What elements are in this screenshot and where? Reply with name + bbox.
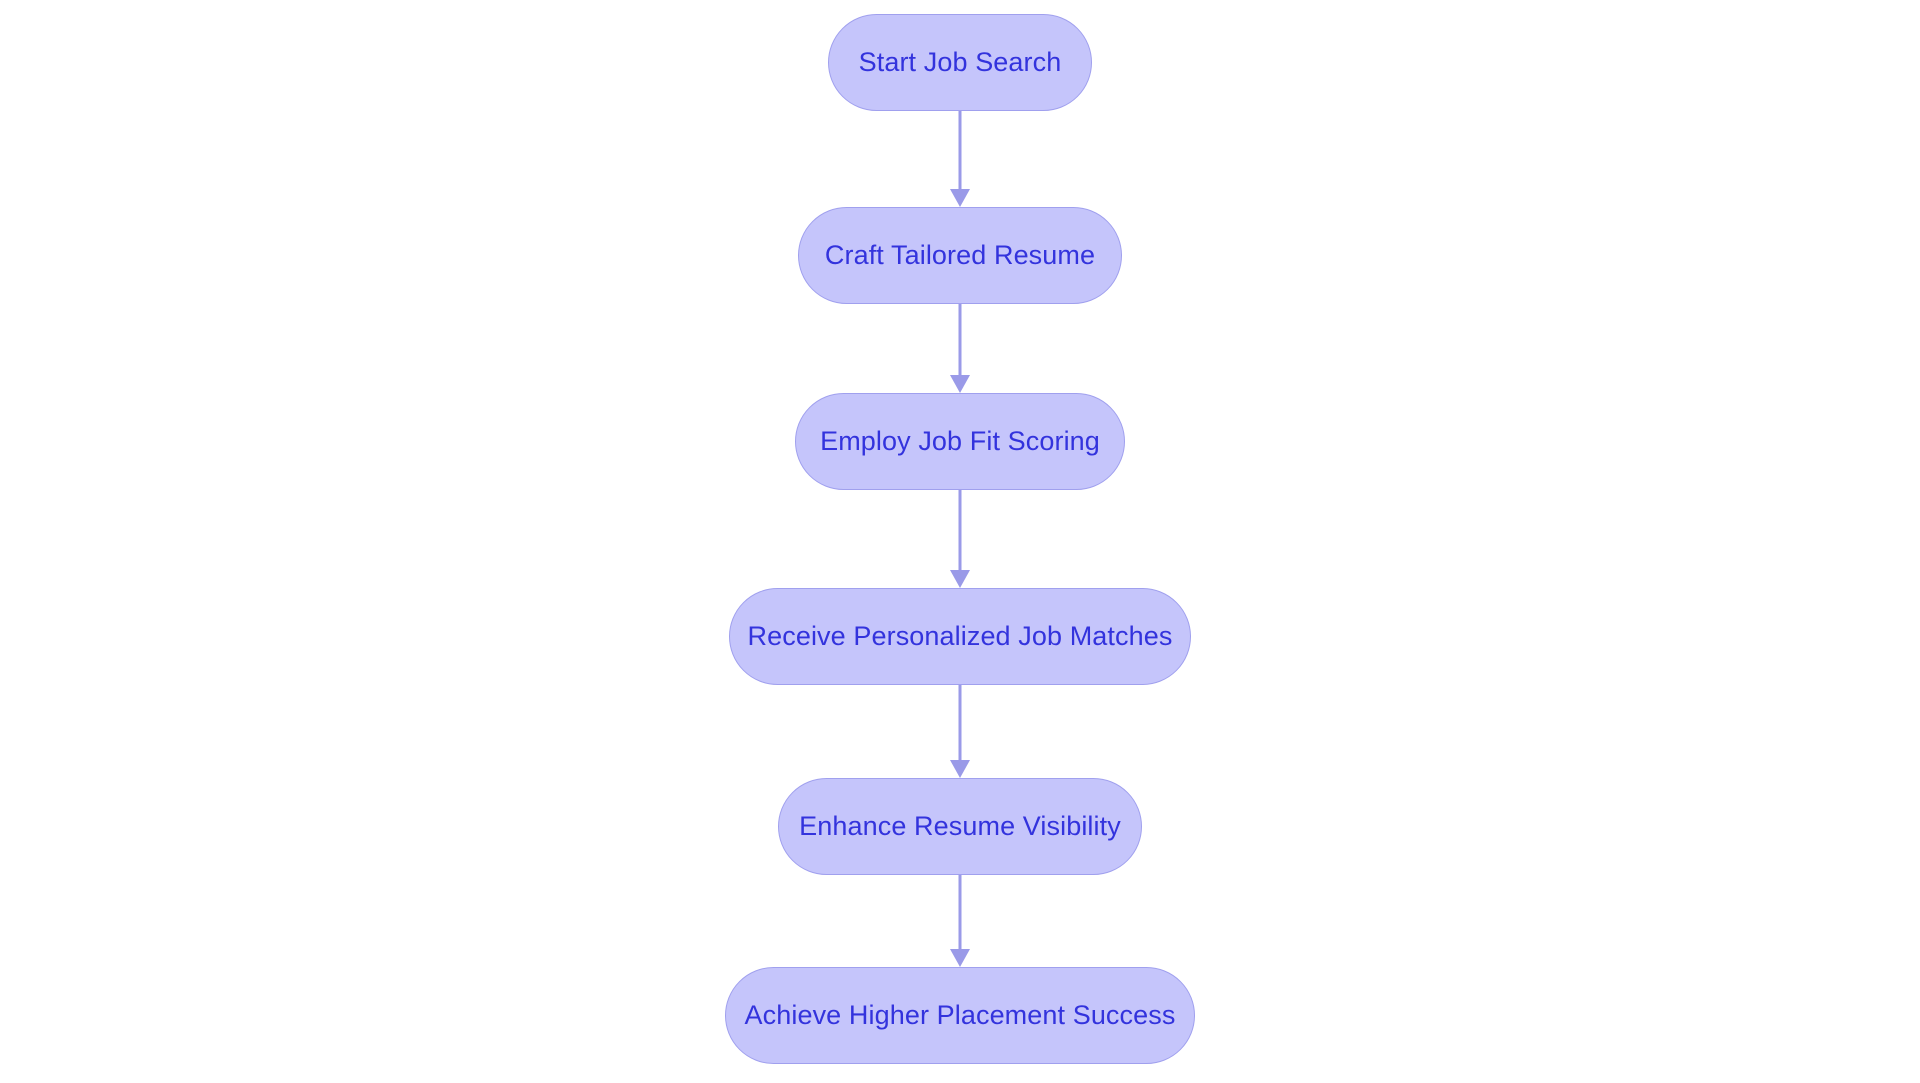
node-label: Enhance Resume Visibility xyxy=(799,811,1121,841)
node-label: Receive Personalized Job Matches xyxy=(747,621,1173,651)
flowchart-node-start-job-search[interactable]: Start Job Search xyxy=(828,14,1092,111)
flowchart-node-achieve-higher-placement-success[interactable]: Achieve Higher Placement Success xyxy=(725,967,1195,1064)
flowchart-node-receive-personalized-job-matches[interactable]: Receive Personalized Job Matches xyxy=(729,588,1191,685)
arrow-down-icon xyxy=(950,111,970,207)
node-label: Achieve Higher Placement Success xyxy=(744,1000,1176,1030)
flowchart-node-enhance-resume-visibility[interactable]: Enhance Resume Visibility xyxy=(778,778,1142,875)
flowchart-connector-arrow-1 xyxy=(945,111,975,207)
arrow-down-icon xyxy=(950,685,970,778)
node-label: Employ Job Fit Scoring xyxy=(820,426,1100,456)
arrow-down-icon xyxy=(950,304,970,393)
flowchart-node-employ-job-fit-scoring[interactable]: Employ Job Fit Scoring xyxy=(795,393,1125,490)
flowchart-connector-arrow-4 xyxy=(945,685,975,778)
node-label: Craft Tailored Resume xyxy=(824,240,1096,270)
arrow-down-icon xyxy=(950,490,970,588)
flowchart-connector-arrow-2 xyxy=(945,304,975,393)
flowchart-connector-arrow-5 xyxy=(945,875,975,967)
node-label: Start Job Search xyxy=(858,47,1062,77)
arrow-down-icon xyxy=(950,875,970,967)
flowchart-node-craft-tailored-resume[interactable]: Craft Tailored Resume xyxy=(798,207,1122,304)
flowchart-connector-arrow-3 xyxy=(945,490,975,588)
